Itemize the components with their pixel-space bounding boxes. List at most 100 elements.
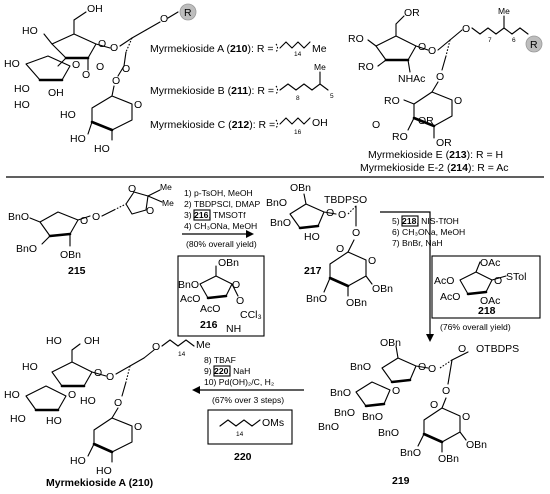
ho-label: HO — [70, 133, 86, 145]
condition-line: 4) CH₃ONa, MeOH — [184, 221, 257, 231]
compound-216: OBn O BnO AcO AcO O CCl₃ NH 216 — [177, 255, 265, 337]
compound-219: OBn OTBDPS BnO BnO BnO BnO O O BnO BnO O… — [318, 337, 519, 487]
arrow-head — [192, 386, 200, 394]
compound-number: 220 — [234, 451, 252, 463]
ho-label: HO — [96, 465, 112, 477]
reagent-box — [193, 209, 211, 221]
ring-oxygen: O — [96, 61, 104, 73]
stol-label: STol — [506, 271, 526, 283]
methyl-label: Me — [160, 182, 172, 192]
myrmekioside-e-core: OR O RO RO NHAc O O Me 7 6 R O O RO RO O… — [348, 6, 543, 149]
chain-repeat: 14 — [178, 351, 186, 358]
bno-label: BnO — [266, 197, 287, 209]
trichloromethyl-label: CCl₃ — [240, 309, 262, 321]
imine-label: NH — [226, 323, 241, 335]
ho-label: HO — [60, 109, 76, 121]
bno-label: BnO — [270, 217, 291, 229]
obn-label: OBn — [380, 337, 401, 349]
glycosidic-oxygen: O — [338, 209, 346, 221]
myrmekioside-a-b-c-core: OH HO O HO HO OH O O O O O O HO HO HO HO… — [4, 3, 197, 155]
ring-oxygen: O — [430, 399, 438, 411]
chain-e-methyl: Me — [498, 6, 510, 16]
reagent-box — [213, 365, 231, 377]
ro-label: RO — [384, 95, 400, 107]
ring-oxygen: O — [72, 59, 80, 71]
chain-terminus: Me — [196, 339, 211, 351]
nhac-label: NHAc — [398, 73, 425, 85]
condition-line: 1) p-TsOH, MeOH — [184, 188, 253, 198]
oh-label: OH — [84, 335, 100, 347]
ring-oxygen: O — [454, 95, 462, 107]
chain-e-repeat-1: 7 — [488, 37, 492, 44]
aco-label: AcO — [434, 275, 454, 287]
obn-label: OBn — [218, 257, 239, 269]
condition-line: 6) CH₃ONa, MeOH — [392, 227, 465, 237]
ho-label: HO — [46, 415, 62, 427]
step-5-7-conditions: 5) 218, NIS-TfOH 6) CH₃ONa, MeOH 7) BnBr… — [380, 211, 465, 342]
bno-label: BnO — [8, 211, 29, 223]
glycosidic-oxygen: O — [436, 71, 444, 83]
condition-line: 3) 216, TMSOTf — [184, 210, 246, 220]
dioxolane-oxygen: O — [146, 205, 154, 217]
bno-label: BnO — [318, 421, 339, 433]
compound-215: BnO O O BnO OBn O O Me Me 215 — [8, 182, 174, 277]
aco-label: AcO — [200, 303, 220, 315]
ring-oxygen: O — [94, 367, 102, 379]
aco-label: AcO — [440, 291, 460, 303]
chain-b-repeat-1: 8 — [296, 95, 300, 102]
reagent-structure-box — [207, 409, 293, 445]
step-1-4-conditions: 1) p-TsOH, MeOH 2) TBDPSCl, DMAP 3) 216,… — [182, 188, 261, 249]
arrow-head — [246, 230, 254, 238]
otbdps-label: OTBDPS — [476, 343, 519, 355]
r-group-label: R — [530, 39, 538, 51]
obn-label: OBn — [60, 249, 81, 261]
yield-text: (76% overall yield) — [440, 322, 511, 332]
obn-label: OBn — [290, 182, 311, 194]
tbdps-ether-label: TBDPSO — [324, 194, 367, 206]
ome-sulfonate-label: OMs — [262, 417, 284, 429]
reagent-structure-box — [177, 255, 265, 337]
ho-label: HO — [94, 143, 110, 155]
ether-oxygen: O — [152, 341, 160, 353]
or-label: OR — [418, 115, 434, 127]
product-label: Myrmekioside A (210) — [46, 477, 153, 489]
obn-label: OBn — [466, 439, 487, 451]
myrmekioside-b-name: Myrmekioside B (211): R = — [150, 85, 274, 97]
ho-label: HO — [22, 25, 38, 37]
chain-b-methyl: Me — [314, 62, 326, 72]
glycosidic-oxygen: O — [82, 69, 90, 81]
r-group-badge — [525, 35, 543, 53]
glycosidic-oxygen: O — [114, 397, 122, 409]
ring-oxygen: O — [232, 279, 240, 291]
chain-b-repeat-2: 5 — [330, 93, 334, 100]
myrmekioside-e2-name: Myrmekioside E-2 (214): R = Ac — [360, 162, 509, 174]
compound-218: OAc O AcO AcO OAc STol 218 (76% overall … — [431, 255, 541, 332]
bno-label: BnO — [350, 361, 371, 373]
ring-oxygen: O — [134, 421, 142, 433]
condition-line: 9) 220, NaH — [204, 366, 250, 376]
oac-label: OAc — [480, 257, 500, 269]
yield-text: (80% overall yield) — [186, 239, 257, 249]
ho-label: HO — [14, 83, 30, 95]
ho-label: HO — [14, 99, 30, 111]
ring-oxygen: O — [494, 275, 502, 287]
ho-label: HO — [70, 455, 86, 467]
bno-label: BnO — [334, 407, 355, 419]
ether-oxygen: O — [352, 227, 360, 239]
chain-c-repeat: 16 — [294, 129, 302, 136]
or-label: OR — [436, 137, 452, 149]
ho-label: HO — [46, 335, 62, 347]
arrow-head — [426, 334, 434, 342]
r-group-badge — [179, 3, 197, 21]
oh-label: OH — [48, 87, 64, 99]
compound-number: 217 — [304, 265, 322, 277]
chain-repeat: 14 — [236, 431, 244, 438]
glycosidic-oxygen: O — [112, 75, 120, 87]
obn-label: OBn — [438, 453, 459, 465]
ether-oxygen: O — [458, 343, 466, 355]
glycosidic-oxygen: O — [110, 42, 118, 54]
aco-label: AcO — [180, 293, 200, 305]
compound-217: OBn TBDPSO BnO BnO HO O O O O OBn O OBn … — [266, 182, 393, 309]
reagent-structure-box — [431, 255, 541, 319]
bno-label: BnO — [378, 427, 399, 439]
